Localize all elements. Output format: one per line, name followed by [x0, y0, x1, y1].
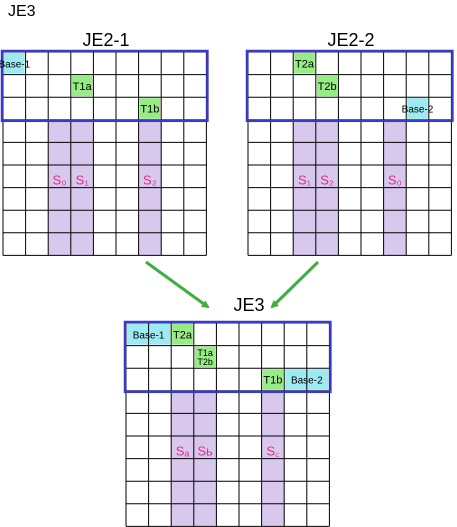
cell-label: T2a: [295, 58, 315, 70]
header-frame: [0, 49, 209, 123]
s-label: S꜀: [266, 444, 279, 459]
cell-label: T1b: [263, 375, 282, 387]
t-cell: [316, 75, 338, 97]
base-cell: [407, 98, 428, 119]
cell-label: Base-2: [291, 376, 323, 387]
base-cell: [4, 53, 25, 74]
cell-label: T2b: [318, 81, 337, 93]
t-cell: [262, 369, 284, 390]
t-cell: [71, 75, 93, 97]
t-cell: [294, 53, 315, 74]
arrow-je2-2-to-je3: [270, 260, 320, 309]
s-label: S₀: [52, 173, 66, 188]
s-label: S₁: [298, 173, 312, 188]
cell-label: T1b: [140, 104, 159, 116]
s-label: S₂: [320, 173, 334, 188]
cell-label: Base-1: [133, 330, 165, 341]
panel-title: JE2-2: [327, 30, 374, 50]
cell-label: T2b: [197, 357, 213, 367]
s-label: Sь: [197, 444, 213, 459]
panel-title: JE2-1: [82, 30, 129, 50]
s-label: S₁: [76, 173, 90, 188]
cell-label: T1a: [73, 81, 93, 93]
panel-title: JE3: [233, 295, 264, 315]
t-cell: [194, 346, 216, 368]
header-frame: [123, 320, 332, 394]
arrow-je2-1-to-je3: [145, 260, 210, 309]
cell-label: T2a: [173, 329, 193, 341]
s-label: Sₐ: [176, 444, 190, 459]
cell-label: Base-2: [402, 105, 434, 116]
t-cell: [139, 98, 161, 119]
cell-label: T1a: [197, 348, 213, 358]
header-frame: [245, 49, 454, 123]
s-label: S₂: [143, 173, 157, 188]
corner-label: JE3: [8, 3, 36, 20]
t-cell: [172, 324, 193, 345]
s-label: S₀: [388, 173, 402, 188]
cell-label: Base-1: [0, 59, 31, 70]
